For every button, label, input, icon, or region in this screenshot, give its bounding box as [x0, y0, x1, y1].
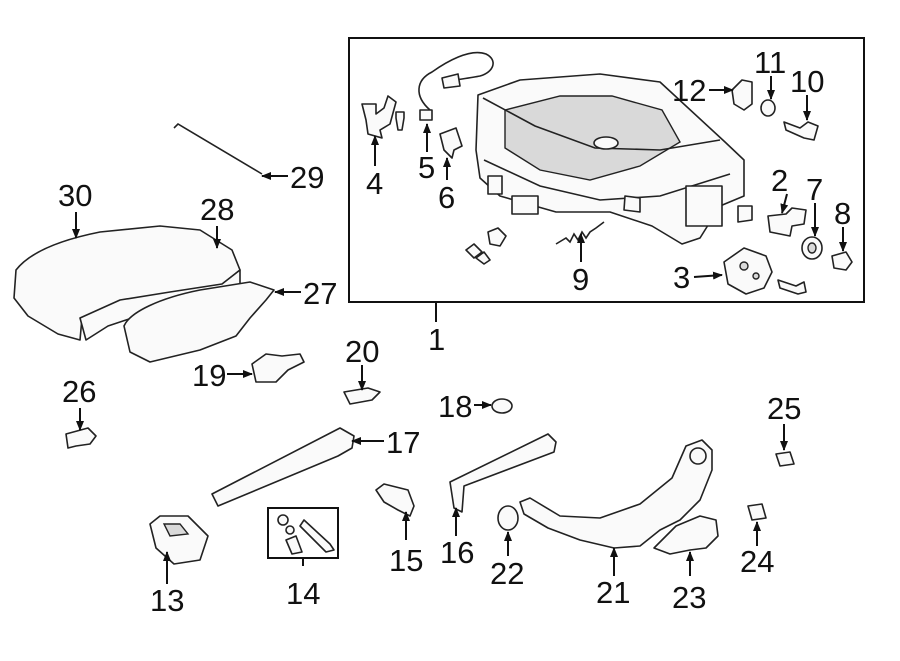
callout-27: 27	[303, 276, 337, 311]
callout-26: 26	[62, 374, 96, 409]
part-12-bracket	[731, 79, 753, 111]
callout-24: 24	[740, 544, 774, 579]
part-3-bracket	[723, 247, 773, 295]
callout-29: 29	[290, 160, 324, 195]
callout-8: 8	[834, 196, 851, 231]
small-pin-b	[475, 251, 491, 265]
part-7-nut-core	[807, 242, 817, 254]
part-10-bolt	[783, 121, 819, 141]
callout-16: 16	[440, 535, 474, 570]
callout-13: 13	[150, 583, 184, 618]
callout-7: 7	[806, 172, 823, 207]
part-23-bracket	[653, 515, 719, 555]
callout-28: 28	[200, 192, 234, 227]
callout-14: 14	[286, 576, 320, 611]
part-26-clip	[65, 427, 97, 449]
part-4-screw	[395, 111, 405, 131]
callout-12: 12	[672, 73, 706, 108]
seat-adjuster-assembly-frame	[348, 37, 865, 303]
callout-6: 6	[438, 180, 455, 215]
part-4-bracket	[361, 95, 397, 139]
callout-11: 11	[754, 45, 786, 80]
part-27-foam	[123, 281, 275, 363]
part-19-bracket	[251, 353, 305, 383]
part-21-side-shield	[519, 439, 713, 549]
part-16-trim	[449, 433, 557, 513]
small-pin-a	[465, 243, 483, 259]
callout-4: 4	[366, 166, 383, 201]
callout-20: 20	[345, 334, 379, 369]
callout-19: 19	[192, 358, 226, 393]
part-25-bushing	[775, 451, 795, 467]
seat-adjuster-track	[475, 73, 753, 245]
part-24-bushing	[747, 503, 767, 521]
callout-10: 10	[790, 64, 824, 99]
callout-30: 30	[58, 178, 92, 213]
callout-9: 9	[572, 262, 589, 297]
cable-end-b	[441, 73, 461, 89]
small-bolt-a	[487, 227, 507, 247]
callout-22: 22	[490, 556, 524, 591]
callout-2: 2	[771, 163, 788, 198]
cable-end	[419, 109, 433, 121]
callout-18: 18	[438, 389, 472, 424]
seat-cable	[418, 51, 494, 111]
part-13-bracket	[149, 515, 209, 565]
callout-5: 5	[418, 150, 435, 185]
part-20-trim	[343, 387, 381, 405]
part-15-bracket	[375, 483, 415, 517]
part-3-bolt	[777, 279, 807, 295]
callout-3: 3	[673, 260, 690, 295]
part-11-bushing	[760, 99, 776, 117]
callout-23: 23	[672, 580, 706, 615]
callout-21: 21	[596, 575, 630, 610]
part-6-clip	[439, 127, 463, 159]
callout-25: 25	[767, 391, 801, 426]
part-18-plug	[491, 398, 513, 414]
callout-17: 17	[386, 425, 420, 460]
part-30-cushion-cover	[13, 225, 241, 341]
part-29-rod	[173, 122, 263, 175]
callout-15: 15	[389, 543, 423, 578]
part-8-cap	[831, 251, 853, 271]
part-17-trim	[211, 427, 355, 507]
part-2-clip	[767, 207, 807, 237]
part-22-cap	[497, 505, 519, 531]
callout-1: 1	[428, 322, 445, 357]
